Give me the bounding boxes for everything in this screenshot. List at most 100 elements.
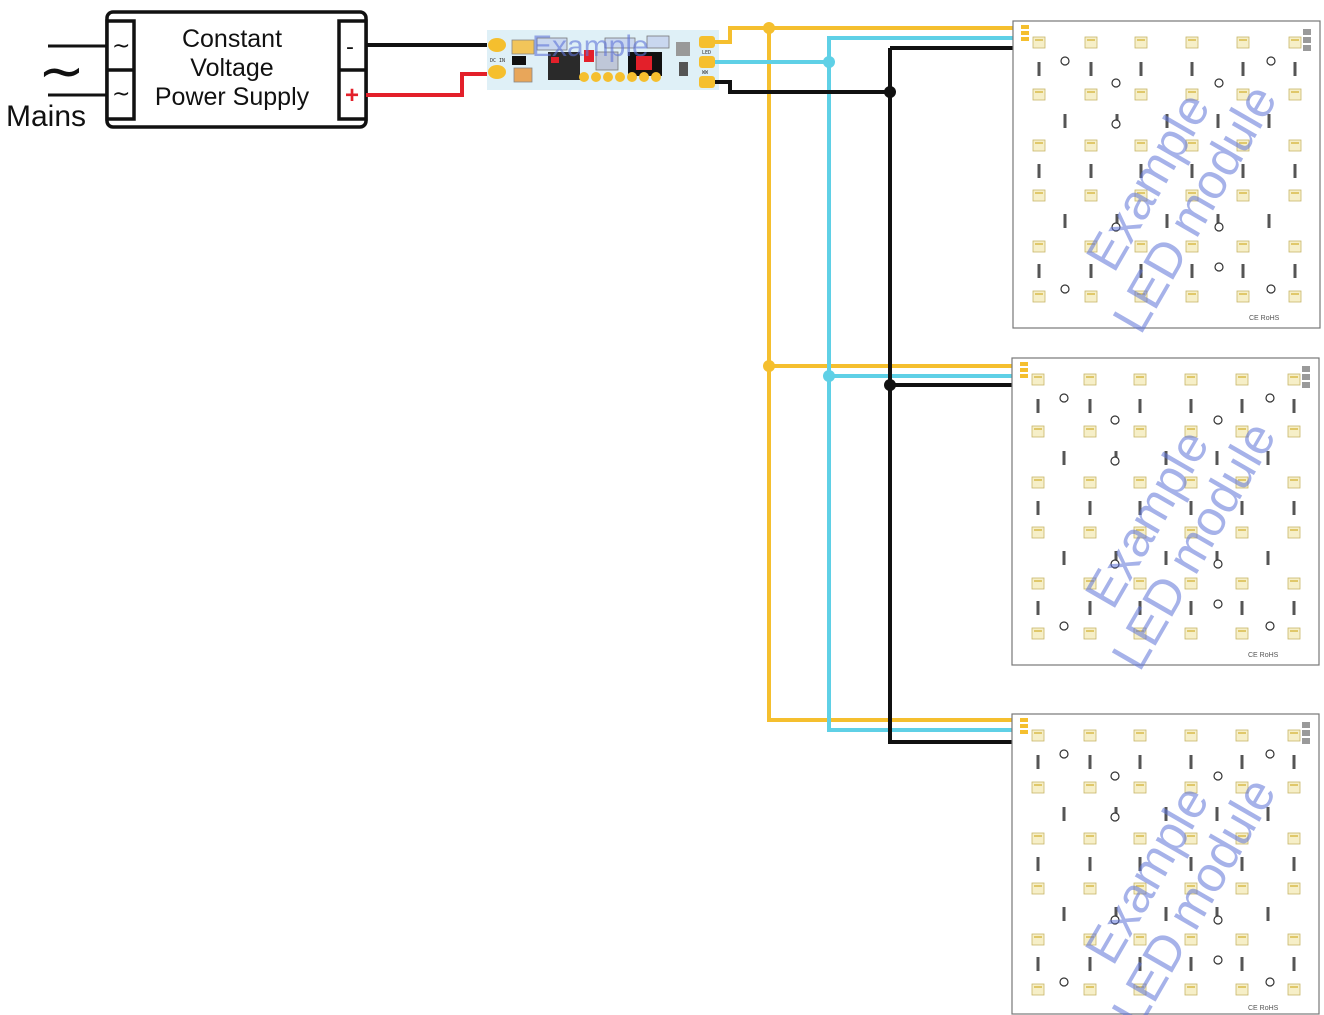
mounting-hole	[1213, 415, 1223, 425]
led-chip-detail	[1187, 479, 1195, 481]
led-module-board	[1011, 357, 1320, 666]
led-chip-detail	[1238, 479, 1246, 481]
led-chip	[1184, 933, 1198, 946]
positive-wire	[366, 72, 497, 97]
led-chip-detail	[1087, 243, 1095, 245]
resistor	[1241, 62, 1245, 76]
output-wiring	[715, 22, 1022, 744]
led-chip-detail	[1291, 192, 1299, 194]
junction-dot	[823, 56, 835, 68]
resistor	[1215, 451, 1219, 465]
led-chip-detail	[1086, 630, 1094, 632]
led-chip-detail	[1290, 428, 1298, 430]
led-chip-detail	[1290, 630, 1298, 632]
wire-black-feed	[715, 80, 890, 94]
led-chip	[1236, 290, 1250, 303]
led-chip	[1133, 526, 1147, 539]
led-chip-detail	[1087, 142, 1095, 144]
resistor	[1062, 907, 1066, 921]
led-chip	[1288, 139, 1302, 152]
led-chip	[1184, 526, 1198, 539]
led-chip-detail	[1239, 39, 1247, 41]
led-chip	[1184, 832, 1198, 845]
led-chip	[1236, 240, 1250, 253]
led-chip	[1185, 189, 1199, 202]
led-chip	[1236, 36, 1250, 49]
led-chip	[1133, 781, 1147, 794]
resistor	[1164, 551, 1168, 565]
led-chip-detail	[1035, 243, 1043, 245]
resistor	[1240, 957, 1244, 971]
pcb-component	[646, 35, 670, 49]
junction-dot	[884, 379, 896, 391]
connector-pad	[1302, 730, 1310, 736]
led-chip-detail	[1034, 428, 1042, 430]
led-chip	[1031, 476, 1045, 489]
led-chip	[1084, 290, 1098, 303]
led-chip-detail	[1187, 936, 1195, 938]
led-chip-detail	[1290, 580, 1298, 582]
led-chip	[1084, 88, 1098, 101]
resistor	[1063, 214, 1067, 228]
led-chip	[1083, 476, 1097, 489]
mounting-hole	[1059, 393, 1069, 403]
resistor	[1189, 399, 1193, 413]
pcb-component	[651, 72, 661, 82]
led-chip	[1032, 36, 1046, 49]
led-chip-detail	[1086, 835, 1094, 837]
mounting-hole	[1265, 621, 1275, 631]
led-chip-detail	[1086, 936, 1094, 938]
pcb-pad	[699, 36, 715, 48]
mounting-hole	[1213, 559, 1223, 569]
resistor	[1062, 807, 1066, 821]
resistor	[1189, 957, 1193, 971]
led-chip	[1032, 139, 1046, 152]
resistor	[1189, 857, 1193, 871]
resistor	[1241, 164, 1245, 178]
resistor	[1138, 601, 1142, 615]
led-chip-detail	[1086, 376, 1094, 378]
resistor	[1241, 264, 1245, 278]
led-chip	[1031, 781, 1045, 794]
led-chip	[1083, 627, 1097, 640]
led-chip	[1287, 832, 1301, 845]
psu-title-line1: Constant	[182, 25, 282, 53]
mounting-hole	[1060, 56, 1070, 66]
mains-label: Mains	[6, 100, 86, 133]
junction-dot	[823, 370, 835, 382]
resistor	[1190, 164, 1194, 178]
power-supply: ~ ~ - + Constant Voltage Power Supply	[105, 10, 368, 129]
led-chip	[1235, 373, 1249, 386]
led-grid	[1020, 362, 1310, 640]
pcb-pad	[488, 65, 506, 79]
led-chip	[1287, 425, 1301, 438]
led-chip	[1288, 189, 1302, 202]
led-module: CE RoHS Example LED module	[1011, 713, 1320, 1015]
resistor	[1138, 857, 1142, 871]
led-chip	[1288, 36, 1302, 49]
led-chip-detail	[1187, 835, 1195, 837]
led-chip	[1133, 627, 1147, 640]
controller-watermark: Example	[532, 30, 649, 63]
mains-input: ~ Mains	[6, 39, 108, 133]
resistor	[1089, 164, 1093, 178]
wire-cyan-bus	[715, 60, 1022, 732]
pcb-component	[679, 62, 688, 76]
resistor	[1240, 501, 1244, 515]
mounting-hole	[1265, 977, 1275, 987]
resistor	[1138, 501, 1142, 515]
resistor	[1036, 957, 1040, 971]
pcb-component	[512, 56, 526, 65]
wire-yellow-top	[715, 26, 1022, 44]
led-chip-detail	[1034, 885, 1042, 887]
pcb-component	[603, 72, 613, 82]
resistor	[1189, 601, 1193, 615]
led-chip	[1236, 189, 1250, 202]
mounting-hole	[1265, 393, 1275, 403]
led-chip	[1084, 189, 1098, 202]
led-chip	[1031, 933, 1045, 946]
led-chip	[1185, 139, 1199, 152]
resistor	[1292, 857, 1296, 871]
led-module-cert: CE RoHS	[1248, 1005, 1279, 1012]
